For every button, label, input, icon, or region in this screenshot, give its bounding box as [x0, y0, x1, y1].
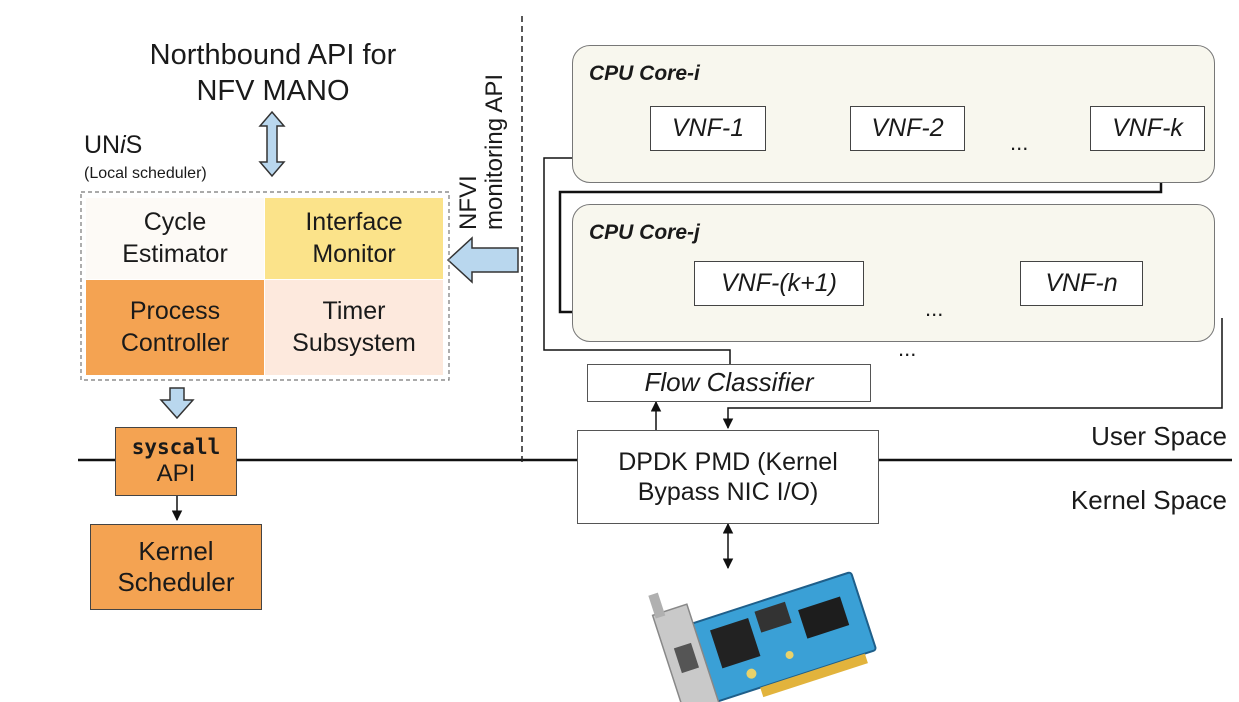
unis-name-pre: UN [84, 131, 121, 159]
vnf-box: VNF-k [1090, 106, 1205, 151]
process-controller-module: Process Controller [86, 280, 264, 375]
unis-name-post: S [125, 131, 143, 159]
vnf-box: VNF-2 [850, 106, 965, 151]
process-controller-line2: Controller [120, 328, 230, 357]
kernel-scheduler-box: Kernel Scheduler [90, 524, 262, 610]
unis-container [80, 191, 450, 381]
interface-monitor-line2: Monitor [312, 239, 396, 268]
northbound-api-label: Northbound API for NFV MANO [98, 37, 448, 110]
unis-title: UNiS [84, 133, 142, 158]
core-i-ellipsis: ... [1010, 130, 1029, 155]
user-space-label: User Space [1091, 421, 1227, 451]
syscall-line2: API [156, 459, 196, 487]
nfvi-monitoring-label: NFVI monitoring API [455, 73, 509, 230]
unis-name-i: i [120, 131, 126, 159]
timer-subsystem-line2: Subsystem [292, 328, 416, 357]
down-arrow-icon [159, 387, 195, 420]
syscall-api-box: syscall API [115, 427, 237, 496]
northbound-line1: Northbound API for [149, 39, 397, 71]
cpu-core-j-title: CPU Core-j [589, 221, 700, 244]
cycle-estimator-line1: Cycle [143, 208, 207, 237]
process-controller-line1: Process [129, 297, 221, 326]
kernel-scheduler-line1: Kernel [138, 535, 214, 566]
flow-classifier-box: Flow Classifier [587, 364, 871, 402]
interface-monitor-module: Interface Monitor [265, 198, 443, 279]
more-cores-ellipsis: ... [898, 336, 917, 361]
kernel-space-label: Kernel Space [1070, 485, 1227, 515]
vnf-box: VNF-(k+1) [694, 261, 864, 306]
kernel-scheduler-line2: Scheduler [117, 567, 235, 597]
northbound-line2: NFV MANO [196, 75, 350, 108]
unis-subtitle: (Local scheduler) [84, 165, 207, 182]
vnf-box: VNF-n [1020, 261, 1143, 306]
dpdk-line1: DPDK PMD (Kernel [618, 448, 838, 476]
nfvi-line2: monitoring API [481, 73, 509, 230]
cycle-estimator-module: Cycle Estimator [86, 198, 264, 279]
timer-subsystem-line1: Timer [322, 297, 386, 326]
vnf-box: VNF-1 [650, 106, 766, 151]
core-j-ellipsis: ... [925, 296, 944, 321]
nfvi-line1: NFVI [455, 175, 482, 230]
dpdk-pmd-box: DPDK PMD (Kernel Bypass NIC I/O) [577, 430, 879, 524]
interface-monitor-line1: Interface [305, 208, 403, 237]
nfvi-arrow-icon [446, 236, 519, 284]
syscall-line1: syscall [131, 434, 221, 459]
dpdk-line2: Bypass NIC I/O) [637, 478, 819, 506]
cpu-core-i-title: CPU Core-i [589, 62, 700, 85]
cycle-estimator-line2: Estimator [122, 239, 228, 268]
network-card-icon [648, 571, 877, 702]
timer-subsystem-module: Timer Subsystem [265, 280, 443, 375]
northbound-double-arrow-icon [258, 110, 286, 178]
